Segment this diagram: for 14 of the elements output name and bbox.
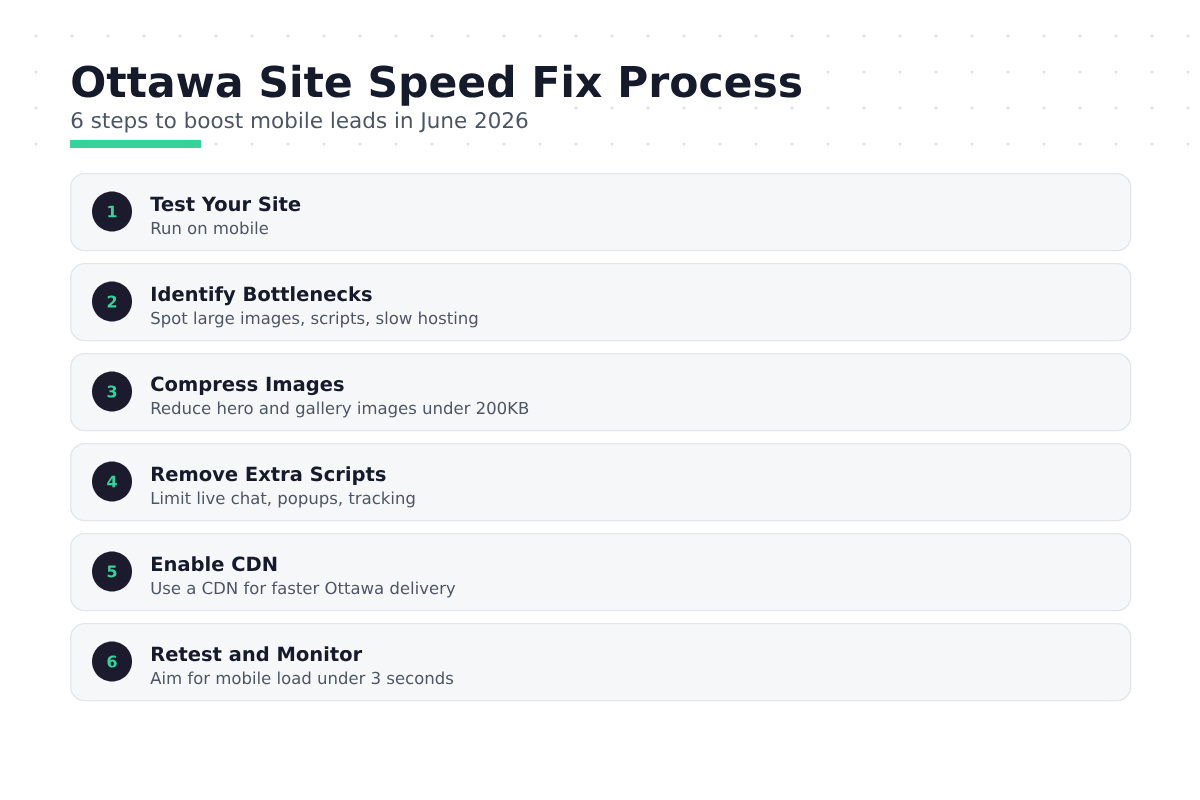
step-heading: Remove Extra Scripts — [152, 466, 386, 486]
step-description: Use a CDN for faster Ottawa delivery — [151, 581, 456, 598]
title: Ottawa Site Speed Fix Process — [72, 64, 802, 106]
step-heading: Test Your Site — [150, 196, 301, 212]
step-description: Aim for mobile load under 3 seconds — [150, 671, 453, 685]
subtitle: 6 steps to boost mobile leads in June 2026 — [71, 111, 528, 133]
step-description: Reduce hero and gallery images under 200KB — [151, 401, 529, 418]
step-heading: Retest and Monitor — [152, 646, 363, 662]
step-heading: Enable CDN — [152, 556, 277, 572]
step-heading: Identify Bottlenecks — [152, 286, 372, 306]
step-description: Run on mobile — [151, 221, 268, 235]
step-description: Limit live chat, popups, tracking — [151, 491, 415, 508]
step-heading: Compress Images — [151, 376, 344, 396]
step-description: Spot large images, scripts, slow hosting — [151, 311, 478, 328]
